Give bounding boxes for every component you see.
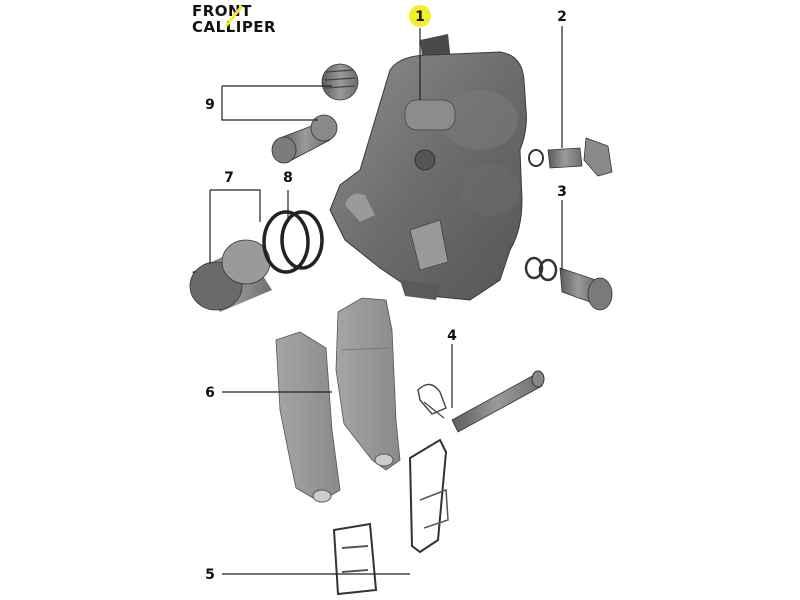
pad-clip	[417, 383, 447, 419]
piston	[189, 239, 272, 312]
caliper-body	[329, 34, 527, 301]
leader-line-9	[221, 85, 332, 121]
callout-number-5: 5	[205, 567, 215, 583]
callout-number-3: 3	[557, 184, 567, 200]
bleed-valve	[528, 137, 613, 177]
diagram-title-line-1: FRONT	[192, 2, 252, 20]
leader-line-7	[209, 189, 261, 264]
brake-pad-outer	[275, 331, 341, 503]
banjo-bolt	[524, 256, 613, 311]
callout-1-highlight	[409, 5, 431, 27]
callout-number-8: 8	[283, 170, 293, 186]
pad-spring-left	[332, 522, 378, 596]
brake-pad-inner	[335, 297, 401, 471]
bleed-screw	[271, 114, 338, 164]
callout-number-1: 1	[415, 9, 425, 25]
callout-number-9: 9	[205, 97, 215, 113]
callout-number-7: 7	[224, 170, 234, 186]
callout-number-2: 2	[557, 9, 567, 25]
diagram-title-line-2: CALLIPER	[192, 18, 277, 36]
callout-number-6: 6	[205, 385, 215, 401]
callout-number-4: 4	[447, 328, 457, 344]
seal-rings	[262, 210, 324, 274]
pad-spring-right	[408, 438, 449, 554]
title-accent-mark	[224, 5, 244, 27]
bleed-cap	[321, 63, 359, 101]
pad-pin	[451, 370, 545, 433]
